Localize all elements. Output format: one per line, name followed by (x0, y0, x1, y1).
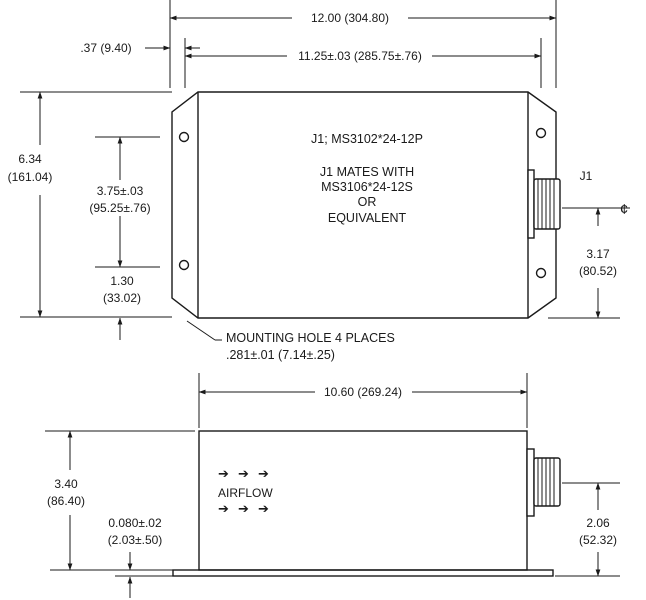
dim-connector-height-side-mm: (52.32) (579, 533, 617, 547)
dim-body-width: 10.60 (269.24) (198, 385, 528, 399)
note-line-2: J1 MATES WITH (320, 165, 414, 179)
dim-body-width-label: 10.60 (269.24) (324, 385, 402, 399)
dim-side-height: 3.40 (86.40) (47, 430, 85, 571)
airflow-label: AIRFLOW (218, 486, 273, 500)
dim-hole-vertical-value: 3.75±.03 (97, 184, 144, 198)
centerline-symbol: ¢ (620, 201, 628, 218)
j1-connector-side (526, 448, 561, 517)
dim-overall-width: 12.00 (304.80) (169, 11, 557, 25)
dim-connector-height-top: 3.17 (80.52) (579, 207, 617, 319)
dim-top-height-value: 6.34 (18, 152, 42, 166)
mounting-hole-bottom-left (178, 259, 190, 271)
dim-hole-spacing-label: 11.25±.03 (285.75±.76) (298, 49, 422, 63)
airflow-arrow-icon: ➔ (238, 501, 249, 516)
dim-side-height-mm: (86.40) (47, 494, 85, 508)
dim-flange-thickness-value: 0.080±.02 (108, 516, 162, 530)
mounting-hole-top-left (178, 131, 190, 143)
j1-label: J1 (580, 169, 593, 183)
mounting-hole-line-2: .281±.01 (7.14±.25) (226, 348, 335, 362)
connector-notes: J1; MS3102*24-12P J1 MATES WITH MS3106*2… (311, 132, 423, 225)
note-line-1: J1; MS3102*24-12P (311, 132, 423, 146)
airflow-indicator: ➔ ➔ ➔ AIRFLOW ➔ ➔ ➔ (218, 466, 273, 516)
dim-flange-thickness: 0.080±.02 (2.03±.50) (108, 516, 163, 598)
mounting-hole-callout: MOUNTING HOLE 4 PLACES .281±.01 (7.14±.2… (186, 320, 395, 362)
airflow-arrow-icon: ➔ (258, 501, 269, 516)
j1-connector-top (527, 169, 561, 239)
dim-overall-width-label: 12.00 (304.80) (311, 11, 389, 25)
airflow-arrow-icon: ➔ (218, 466, 229, 481)
mounting-hole-bottom-right (535, 267, 547, 279)
airflow-arrow-icon: ➔ (258, 466, 269, 481)
dim-flange-offset-label: .37 (9.40) (80, 41, 131, 55)
dim-hole-spacing: 11.25±.03 (285.75±.76) (184, 49, 542, 63)
dim-top-height: 6.34 (161.04) (8, 91, 53, 318)
side-view-flange (172, 569, 554, 577)
top-view: 12.00 (304.80) .37 (9.40) 11.25±.03 (285… (8, 0, 630, 362)
airflow-arrow-icon: ➔ (218, 501, 229, 516)
dim-hole-vertical: 3.75±.03 (95.25±.76) (89, 136, 151, 268)
side-view: 10.60 (269.24) 3.40 (86.40) 0.080±.02 (2… (45, 373, 620, 598)
dim-flange-thickness-mm: (2.03±.50) (108, 533, 163, 547)
note-line-3: MS3106*24-12S (321, 180, 413, 194)
dim-hole-bottom-mm: (33.02) (103, 291, 141, 305)
dim-hole-vertical-mm: (95.25±.76) (89, 201, 150, 215)
dim-hole-bottom: 1.30 (33.02) (103, 274, 141, 340)
airflow-arrow-icon: ➔ (238, 466, 249, 481)
dim-top-height-mm: (161.04) (8, 170, 53, 184)
dim-flange-offset: .37 (9.40) (80, 41, 200, 55)
dim-connector-height-side: 2.06 (52.32) (579, 482, 617, 577)
dim-connector-height-side-value: 2.06 (586, 516, 610, 530)
dim-connector-height-top-mm: (80.52) (579, 264, 617, 278)
mounting-hole-top-right (535, 127, 547, 139)
dim-hole-bottom-value: 1.30 (110, 274, 134, 288)
mounting-hole-line-1: MOUNTING HOLE 4 PLACES (226, 331, 395, 345)
dim-connector-height-top-value: 3.17 (586, 247, 610, 261)
note-line-5: EQUIVALENT (328, 211, 407, 225)
note-line-4: OR (358, 195, 377, 209)
dim-side-height-value: 3.40 (54, 477, 78, 491)
